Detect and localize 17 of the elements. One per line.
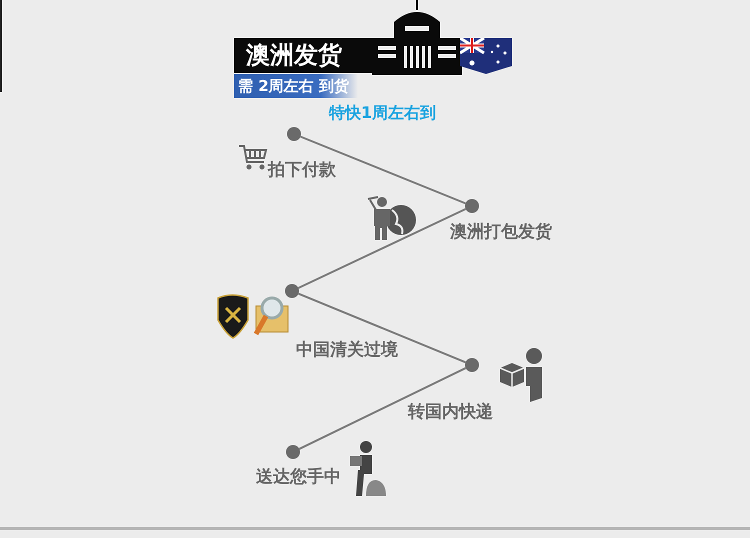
connector-line xyxy=(298,367,466,450)
connector-line xyxy=(298,292,466,364)
step-dot xyxy=(285,284,299,298)
step-label: 澳洲打包发货 xyxy=(450,222,552,242)
step-label: 送达您手中 xyxy=(256,467,341,487)
step-dot xyxy=(465,199,479,213)
step-dot xyxy=(286,445,300,459)
step-label: 转国内快递 xyxy=(408,402,493,422)
connector-line xyxy=(300,136,466,204)
step-label: 中国清关过境 xyxy=(296,340,398,360)
delivery-time-banner: 需 2周左右 到货 xyxy=(234,74,358,98)
step-label: 拍下付款 xyxy=(268,160,336,180)
title-banner: 澳洲发货 xyxy=(234,38,372,73)
express-note: 特快1周左右到 xyxy=(329,102,436,124)
step-dot xyxy=(287,127,301,141)
step-dot xyxy=(465,358,479,372)
connector-line xyxy=(298,208,466,289)
